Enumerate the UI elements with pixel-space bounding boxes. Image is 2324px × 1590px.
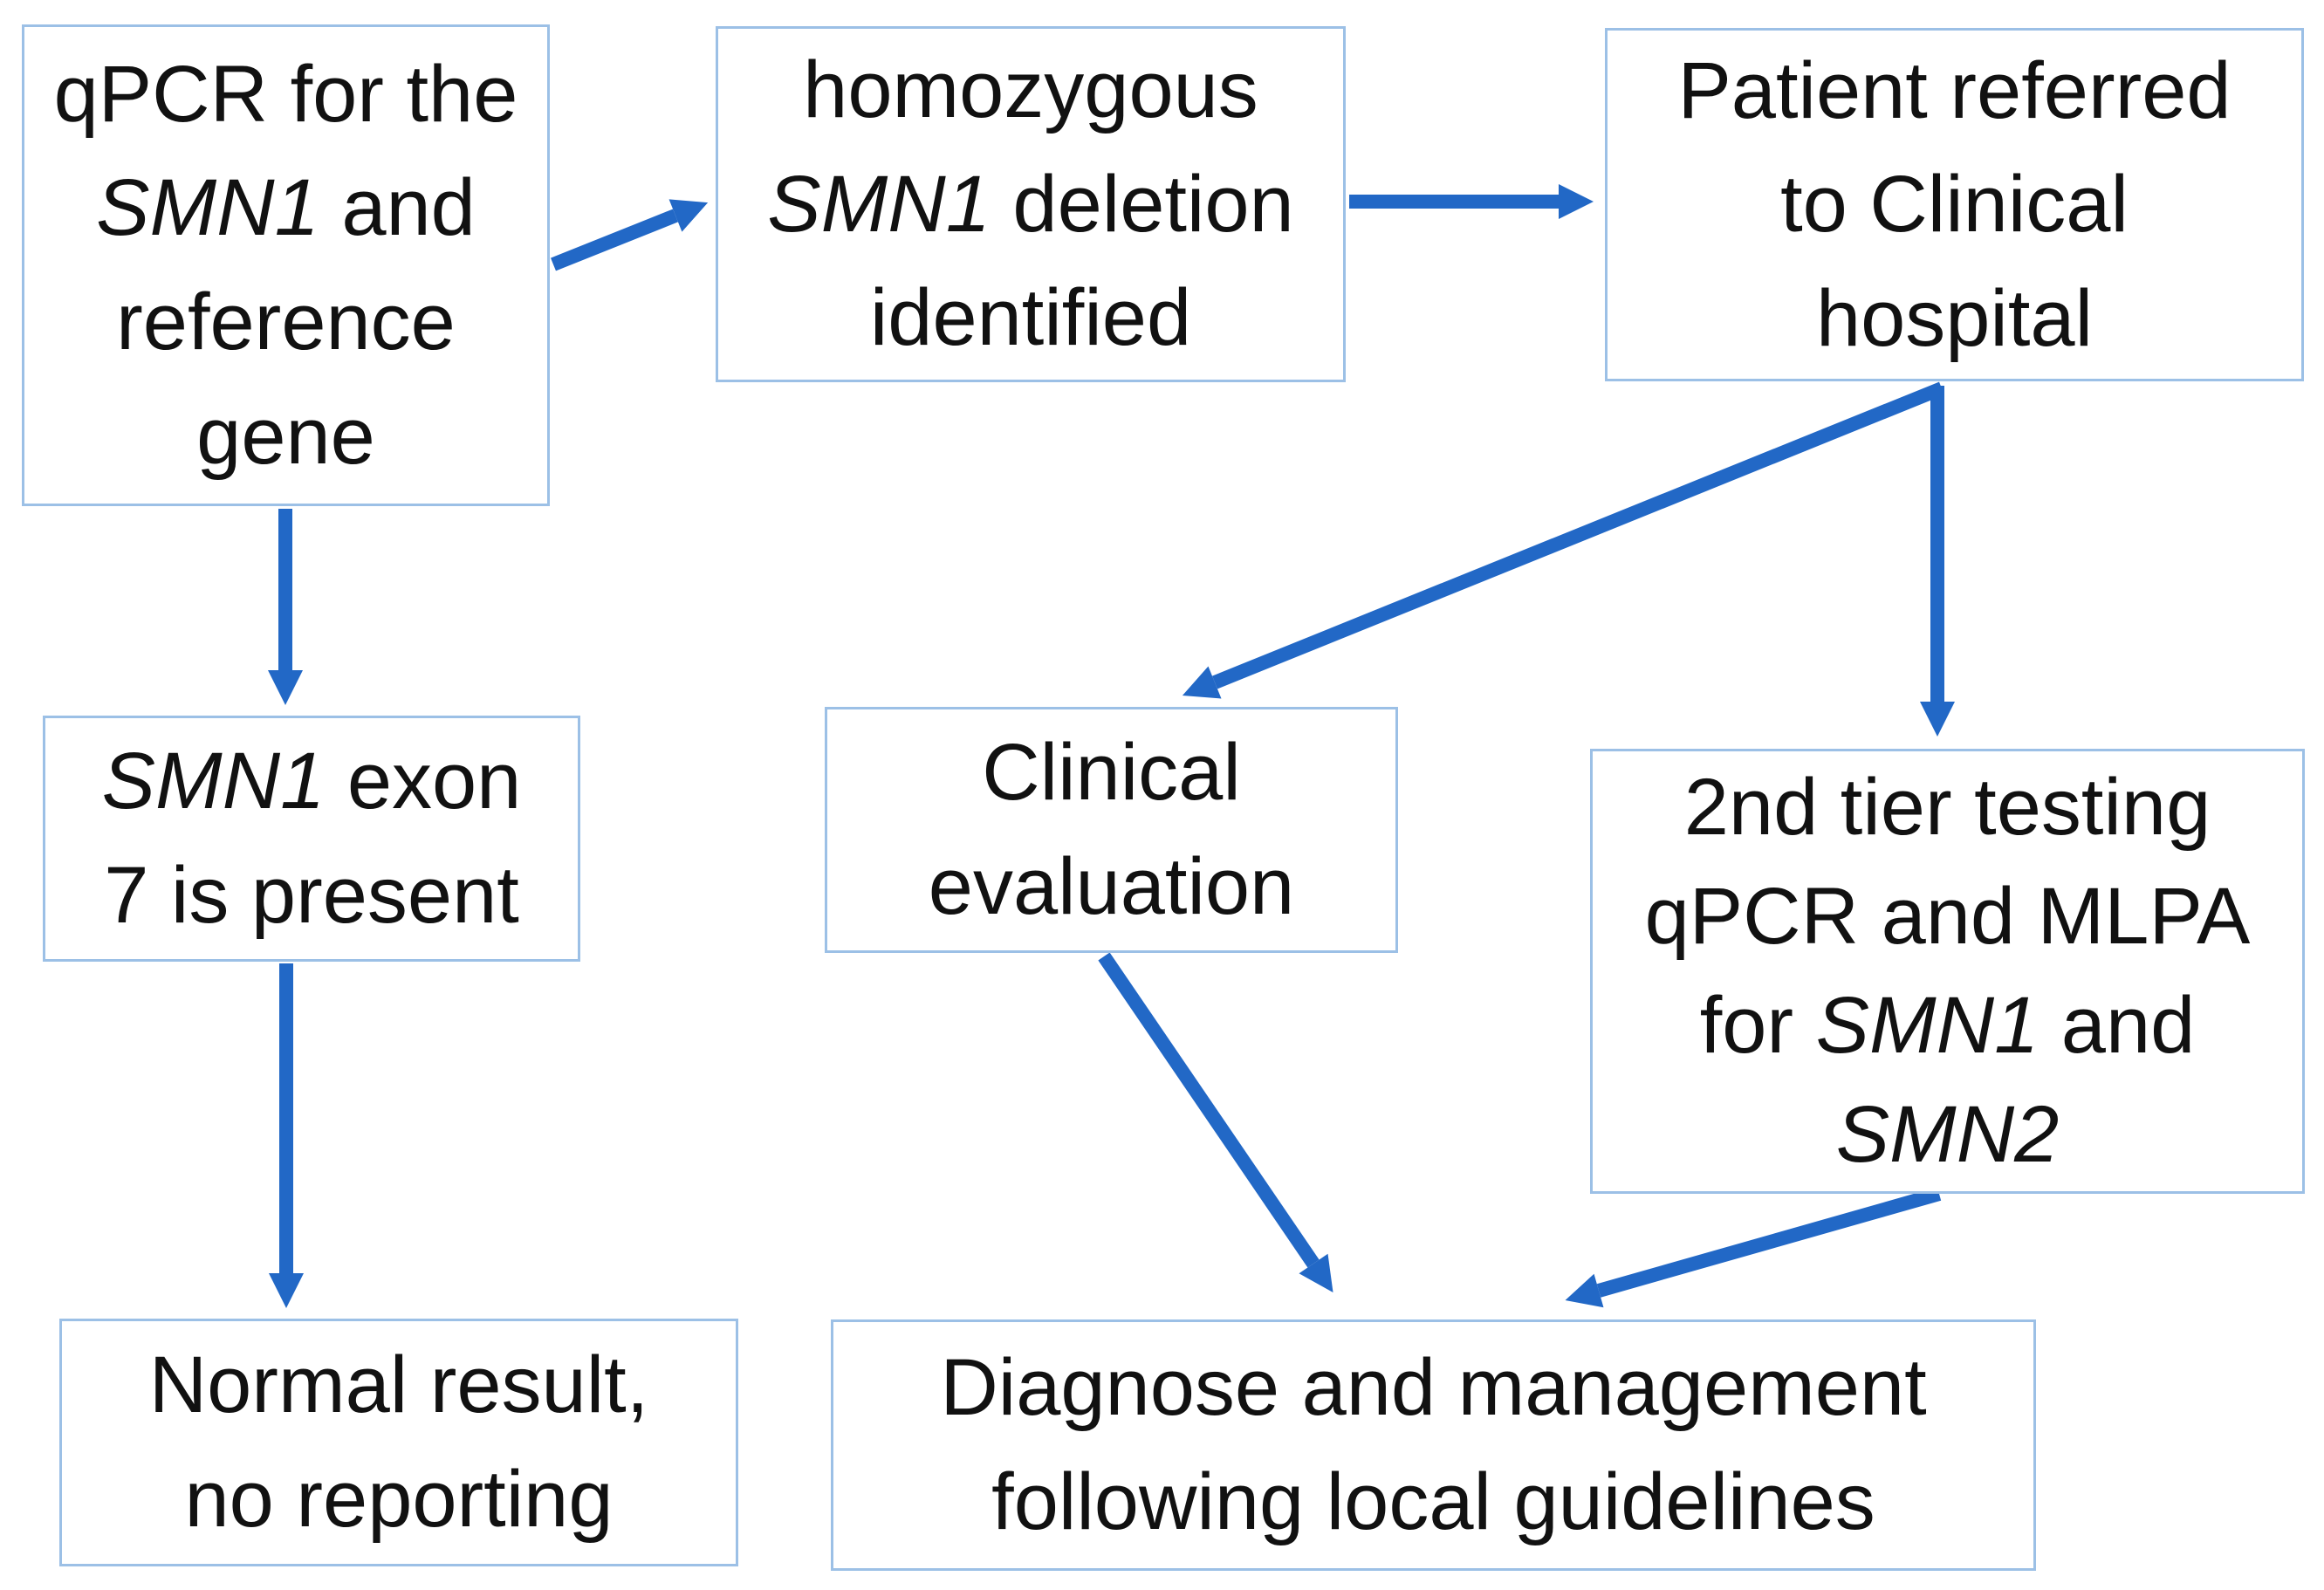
gene-symbol-italic: SMN1	[101, 737, 326, 826]
gene-symbol-italic: SMN1	[96, 163, 319, 253]
node-line: following local guidelines	[991, 1445, 1875, 1559]
node-line: SMN1 exon	[102, 724, 522, 839]
node-text: qPCR and MLPA	[1644, 871, 2251, 961]
node-text: qPCR for the	[53, 49, 518, 139]
node-clinical-evaluation: Clinical evaluation	[825, 707, 1398, 953]
node-line: no reporting	[185, 1443, 614, 1557]
node-line: reference	[116, 265, 456, 380]
node-line: Patient referred	[1677, 34, 2231, 148]
node-exon7-present: SMN1 exon 7 is present	[43, 716, 580, 962]
node-text: identified	[869, 273, 1192, 363]
node-text: gene	[196, 391, 375, 481]
node-line: SMN1 and	[96, 151, 476, 265]
gene-symbol-italic: SMN1	[1815, 981, 2039, 1070]
arrow-clinical-to-diagnose	[1098, 952, 1333, 1293]
node-line: qPCR and MLPA	[1645, 862, 2251, 971]
node-text: Normal result,	[148, 1340, 649, 1430]
node-qpcr-screen: qPCR for the SMN1 and reference gene	[22, 24, 550, 506]
node-line: Normal result,	[149, 1328, 649, 1443]
gene-symbol-italic: SMN2	[1835, 1090, 2060, 1180]
node-homozygous-deletion: homozygous SMN1 deletion identified	[716, 26, 1346, 382]
node-text: 7 is present	[104, 851, 519, 940]
node-line: qPCR for the	[54, 38, 518, 152]
node-line: Diagnose and management	[940, 1331, 1926, 1445]
node-text: homozygous	[803, 45, 1258, 135]
node-text: and	[2039, 981, 2196, 1070]
node-line: identified	[870, 261, 1191, 375]
node-text: following local guidelines	[991, 1457, 1875, 1546]
node-text: and	[319, 163, 476, 253]
node-text: no reporting	[184, 1455, 614, 1544]
node-line: evaluation	[929, 830, 1294, 944]
node-text: evaluation	[928, 842, 1295, 931]
node-line: Clinical	[982, 716, 1241, 830]
node-line: 7 is present	[104, 839, 519, 953]
arrow-referred-to-clinical	[1182, 381, 1945, 699]
node-diagnose-management: Diagnose and management following local …	[831, 1319, 2036, 1571]
node-text: reference	[116, 278, 456, 367]
node-line: SMN2	[1836, 1080, 2060, 1189]
gene-symbol-italic: SMN1	[767, 159, 991, 249]
node-line: for SMN1 and	[1700, 971, 2196, 1080]
node-text: Diagnose and management	[940, 1343, 1927, 1433]
node-line: hospital	[1816, 262, 2093, 376]
node-normal-result: Normal result, no reporting	[59, 1319, 738, 1566]
node-text: 2nd tier testing	[1683, 762, 2211, 852]
node-line: to Clinical	[1780, 147, 2129, 262]
node-text: exon	[325, 737, 522, 826]
node-text: deletion	[990, 159, 1294, 249]
node-line: SMN1 deletion	[767, 147, 1293, 262]
node-line: 2nd tier testing	[1684, 753, 2211, 862]
node-patient-referred: Patient referred to Clinical hospital	[1605, 28, 2304, 381]
node-text: Clinical	[982, 728, 1241, 818]
node-text: Patient referred	[1677, 45, 2231, 135]
node-line: homozygous	[803, 33, 1258, 147]
node-text: for	[1699, 981, 1816, 1070]
node-text: to Clinical	[1780, 160, 2129, 250]
arrow-second-tier-to-diagnose	[1565, 1187, 1942, 1308]
node-second-tier-testing: 2nd tier testing qPCR and MLPA for SMN1 …	[1590, 749, 2305, 1194]
node-line: gene	[196, 380, 375, 494]
node-text: hospital	[1815, 273, 2094, 363]
arrow-qpcr-to-homozygous	[551, 199, 709, 271]
